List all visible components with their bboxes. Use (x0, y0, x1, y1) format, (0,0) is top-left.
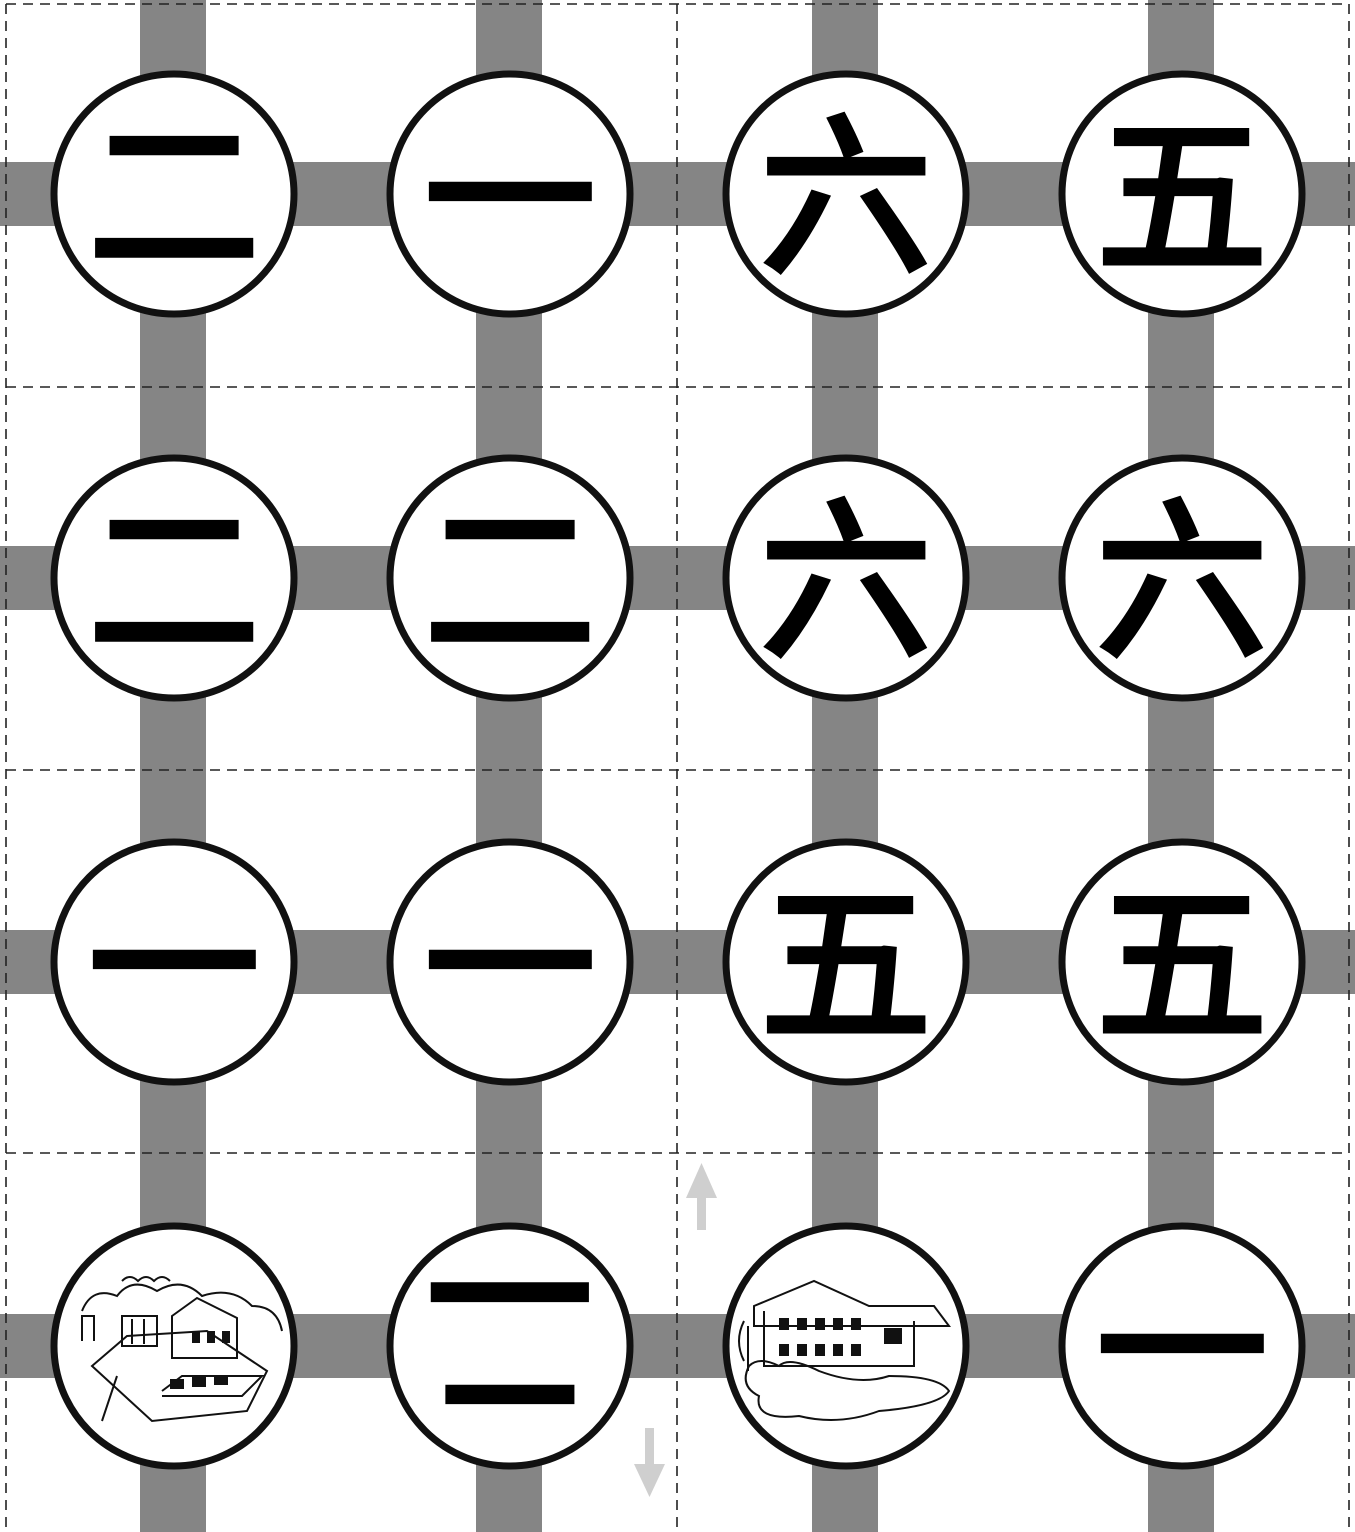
numeral-tile[interactable]: 六 (726, 458, 966, 698)
numeral-tile[interactable]: 六 (1062, 458, 1302, 698)
tile-numeral: 五 (1096, 97, 1268, 300)
numeral-tile[interactable]: 一 (390, 74, 630, 314)
tile-numeral: 二 (88, 481, 260, 684)
tile-numeral: 二 (88, 97, 260, 300)
numeral-tile[interactable]: 五 (1062, 842, 1302, 1082)
tile-numeral: 一 (424, 97, 596, 300)
tile-numeral: 二 (424, 1241, 596, 1444)
numeral-tile[interactable]: 六 (726, 74, 966, 314)
tile-numeral: 五 (1096, 865, 1268, 1068)
arrow-down-icon (634, 1428, 665, 1497)
tile-numeral: 六 (760, 481, 932, 684)
tile-numeral: 一 (424, 865, 596, 1068)
tile-disc (726, 1226, 966, 1466)
picture-tile[interactable] (726, 1226, 966, 1466)
tile-numeral: 六 (760, 97, 932, 300)
numeral-tile[interactable]: 二 (54, 458, 294, 698)
arrow-up-icon (686, 1163, 717, 1230)
tile-numeral: 二 (424, 481, 596, 684)
numeral-tile[interactable]: 一 (390, 842, 630, 1082)
tile-disc (54, 1226, 294, 1466)
numeral-tile[interactable]: 二 (390, 1226, 630, 1466)
numeral-tile[interactable]: 五 (726, 842, 966, 1082)
tile-numeral: 一 (88, 865, 260, 1068)
numeral-tile[interactable]: 五 (1062, 74, 1302, 314)
picture-tile[interactable] (54, 1226, 294, 1466)
tile-numeral: 一 (1096, 1249, 1268, 1452)
numeral-tile[interactable]: 二 (390, 458, 630, 698)
numeral-tile[interactable]: 二 (54, 74, 294, 314)
tile-numeral: 六 (1096, 481, 1268, 684)
tile-numeral: 五 (760, 865, 932, 1068)
numeral-tile[interactable]: 一 (1062, 1226, 1302, 1466)
numeral-tile[interactable]: 一 (54, 842, 294, 1082)
